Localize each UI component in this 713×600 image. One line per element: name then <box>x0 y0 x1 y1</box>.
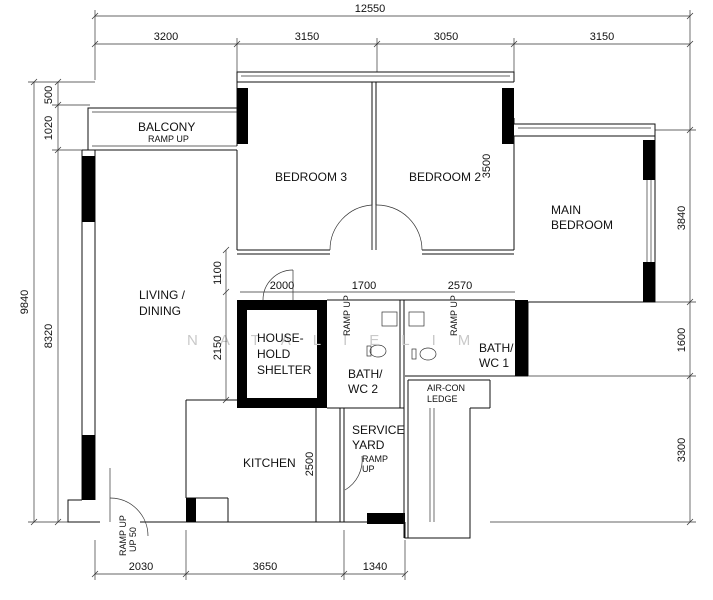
room-balcony: BALCONY <box>138 120 195 134</box>
left-dimensions: 9840 500 1020 8320 <box>19 78 95 526</box>
dim-1700: 1700 <box>352 280 376 292</box>
dim-top-3: 3050 <box>434 31 458 43</box>
dim-right-3840: 3840 <box>676 206 688 230</box>
room-bedroom-3: BEDROOM 3 <box>275 170 347 184</box>
right-dimensions: 3840 1600 3300 <box>490 126 696 526</box>
room-kitchen: KITCHEN <box>243 456 296 470</box>
bath1-ramp-up: RAMP UP <box>449 295 459 336</box>
interior-dimensions: 1100 2150 2000 1700 2570 3500 2500 <box>212 154 493 476</box>
dim-2570: 2570 <box>448 280 472 292</box>
wall-blocks <box>82 88 655 524</box>
watermark: NATALIELIM <box>187 332 492 349</box>
room-labels: BALCONY RAMP UP BEDROOM 3 BEDROOM 2 MAIN… <box>118 120 613 556</box>
entrance-up-50: UP 50 <box>128 527 138 552</box>
room-service-yard-2: YARD <box>352 438 385 452</box>
dim-bottom-2: 3650 <box>253 561 277 573</box>
dim-left-500: 500 <box>43 86 55 104</box>
dim-right-1600: 1600 <box>676 328 688 352</box>
top-dimensions: 12550 3200 3150 3050 3150 <box>91 3 694 130</box>
dim-2000: 2000 <box>270 280 294 292</box>
room-bath-2-2: WC 2 <box>348 382 378 396</box>
dim-2500: 2500 <box>304 452 316 476</box>
dim-left-1020: 1020 <box>43 116 55 140</box>
dim-left-total: 9840 <box>19 290 31 314</box>
room-bath-1-2: WC 1 <box>479 356 509 370</box>
dim-top-4: 3150 <box>590 31 614 43</box>
interior-walls <box>185 82 515 538</box>
room-main-bedroom-1: MAIN <box>551 203 581 217</box>
dim-3500: 3500 <box>481 154 493 178</box>
room-aircon-1: AIR-CON <box>427 383 465 393</box>
dim-top-total: 12550 <box>355 3 386 15</box>
dim-1100: 1100 <box>212 261 224 285</box>
balcony-ramp-up: RAMP UP <box>148 134 189 144</box>
service-ramp: RAMP <box>362 454 388 464</box>
bottom-dimensions: 2030 3650 1340 <box>91 530 409 580</box>
room-service-yard-1: SERVICE <box>352 423 404 437</box>
dim-bottom-3: 1340 <box>363 561 387 573</box>
dim-bottom-1: 2030 <box>129 561 153 573</box>
dim-top-2: 3150 <box>295 31 319 43</box>
room-shelter-1: HOUSE- <box>257 331 304 345</box>
fixtures <box>366 311 437 361</box>
room-bedroom-2: BEDROOM 2 <box>409 170 481 184</box>
room-living-2: DINING <box>139 304 181 318</box>
service-up: UP <box>362 464 375 474</box>
bath2-ramp-up: RAMP UP <box>342 295 352 336</box>
room-bath-2-1: BATH/ <box>348 367 383 381</box>
doors <box>109 180 652 537</box>
entrance-ramp-up: RAMP UP <box>118 515 128 556</box>
dim-left-8320: 8320 <box>43 324 55 348</box>
room-shelter-3: SHELTER <box>257 363 312 377</box>
dim-2150: 2150 <box>212 336 224 360</box>
room-main-bedroom-2: BEDROOM <box>551 218 613 232</box>
room-living-1: LIVING / <box>139 288 186 302</box>
dim-right-3300: 3300 <box>676 438 688 462</box>
dim-top-1: 3200 <box>154 31 178 43</box>
room-aircon-2: LEDGE <box>427 394 458 404</box>
room-bath-1-1: BATH/ <box>479 341 514 355</box>
room-shelter-2: HOLD <box>257 347 291 361</box>
